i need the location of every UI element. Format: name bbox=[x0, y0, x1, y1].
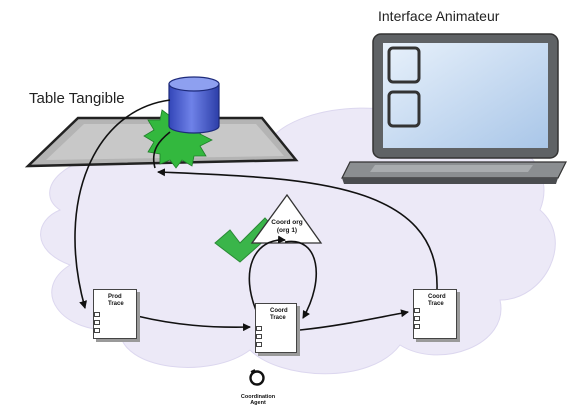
port bbox=[94, 320, 100, 325]
arrow-org-to-coord-mid bbox=[284, 240, 318, 319]
coordination-agent-icon bbox=[249, 369, 265, 386]
port bbox=[414, 308, 420, 313]
arrow-table-to-starburst bbox=[152, 131, 171, 169]
cylinder-icon bbox=[168, 76, 220, 134]
port bbox=[414, 324, 420, 329]
check-icon bbox=[214, 217, 277, 263]
table-tangible-label: Table Tangible bbox=[29, 90, 125, 107]
arrow-prod-to-coord-mid bbox=[136, 315, 251, 332]
port bbox=[94, 312, 100, 317]
coord-org-label: Coord org(org 1) bbox=[271, 219, 303, 234]
port bbox=[256, 342, 262, 347]
arrow-coord-mid-to-coord-right bbox=[299, 309, 409, 331]
port bbox=[256, 326, 262, 331]
coord-org-triangle bbox=[250, 193, 323, 244]
arrow-coord-right-to-table bbox=[157, 168, 438, 290]
arrow-table-to-prod bbox=[74, 99, 171, 309]
connectors bbox=[74, 99, 438, 332]
interface-animateur-label: Interface Animateur bbox=[378, 8, 500, 24]
laptop-icon bbox=[341, 33, 567, 184]
port bbox=[256, 334, 262, 339]
arrow-coord-mid-to-org bbox=[248, 235, 286, 316]
port bbox=[414, 316, 420, 321]
port bbox=[94, 328, 100, 333]
